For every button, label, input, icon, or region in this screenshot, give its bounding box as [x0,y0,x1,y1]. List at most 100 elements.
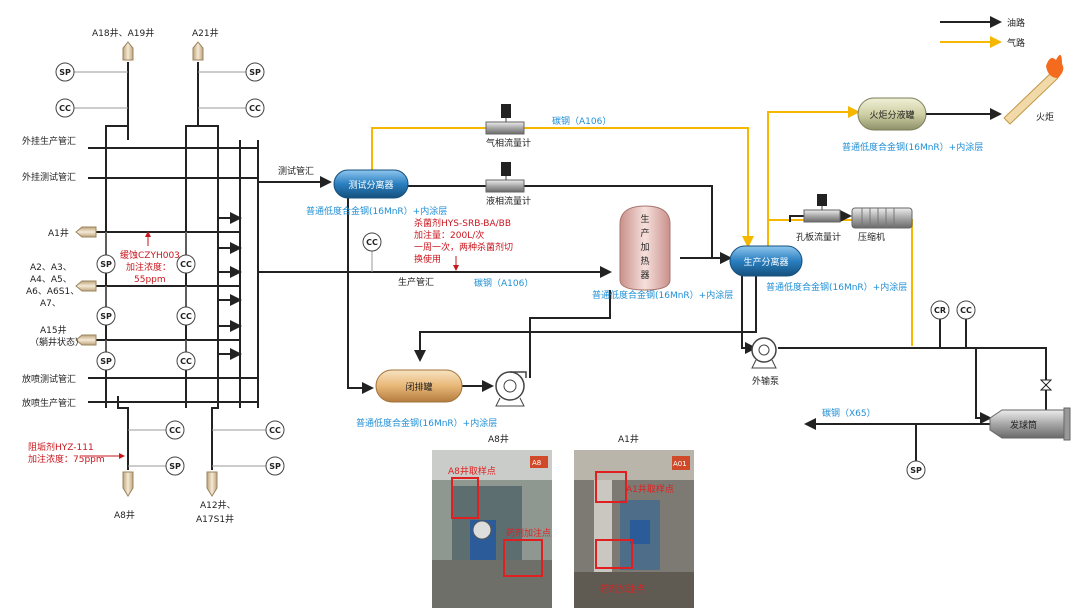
cc-instrument: CC [55,98,75,118]
photo-a8-injection: 药剂加注点 [506,527,551,539]
pig-launcher: 发球筒 [989,407,1071,441]
manifold-labels: 外挂生产管汇 外挂测试管汇 放喷测试管汇 放喷生产管汇 测试管汇 生产管汇 [22,135,434,409]
svg-text:加: 加 [640,242,649,253]
label-blowout-test: 放喷测试管汇 [22,373,76,385]
compressor-label: 压缩机 [858,231,885,243]
sp-instrument: SP [165,456,185,476]
photo-a1-sampling: A1井取样点 [626,483,674,495]
svg-text:产: 产 [640,227,649,239]
sp-instrument: SP [906,460,926,480]
scale-inhibitor-dose: 加注浓度：75ppm [28,453,105,465]
sp-instrument: SP [96,254,116,274]
photo-a8-title: A8井 [488,433,509,445]
wellhead-a2-icon [75,280,97,292]
test-separator: 测试分离器 [333,169,409,199]
label-a2-group: A6、A6S1、 [26,287,79,297]
svg-text:CC: CC [366,238,378,247]
export-pump-icon: 外输泵 [751,337,779,387]
label-external-production: 外挂生产管汇 [22,135,76,147]
label-test-manifold: 测试管汇 [278,165,314,177]
biocide-frequency: 一周一次，两种杀菌剂切 [414,241,513,253]
svg-text:气相流量计: 气相流量计 [486,137,531,149]
svg-text:SP: SP [169,462,181,471]
corrosion-inhibitor-value: 55ppm [134,275,166,285]
orifice-flow-meter: 孔板流量计 [796,194,841,243]
cc-instrument: CC [165,420,185,440]
label-a2-group: A7、 [40,299,61,309]
label-production-manifold: 生产管汇 [398,276,434,288]
material-x65: 碳钢（X65） [822,407,876,419]
label-a8: A8井 [114,509,135,521]
wellhead-a15-icon [75,334,97,346]
svg-text:CR: CR [934,306,946,315]
label-a1: A1井 [48,227,69,239]
wellhead-a12-icon [206,471,218,497]
material-a106-mid: 碳钢（A106） [474,277,533,289]
drain-pump-icon [495,371,527,407]
svg-text:SP: SP [100,357,112,366]
compressor: 压缩机 [851,207,913,243]
svg-text:SP: SP [100,312,112,321]
cr-instrument: CR [930,300,950,320]
svg-text:CC: CC [180,260,192,269]
label-a18-a19: A18井、A19井 [92,27,154,39]
photo-a1-injection: 药剂加注点 [600,583,645,595]
cc-instrument: CC [176,254,196,274]
well-labels: A18井、A19井 A21井 A1井 A2、A3、 A4、A5、 A6、A6S1… [26,27,236,525]
valve-icon [1039,379,1053,391]
biocide-dose: 加注量：200L/次 [414,229,484,241]
corrosion-inhibitor-name: 缓蚀CZYH003 [120,249,180,261]
svg-text:CC: CC [269,426,281,435]
chemical-labels: 缓蚀CZYH003 加注浓度： 55ppm 杀菌剂HYS-SRB-BA/BB 加… [28,217,513,465]
material-a106-top: 碳钢（A106） [552,115,611,127]
cc-instrument: CC [176,306,196,326]
svg-text:液相流量计: 液相流量计 [486,195,531,207]
photo-a8-sampling: A8井取样点 [448,465,496,477]
label-a12: A12井、 [200,499,236,511]
photo-a1-title: A1井 [618,433,639,445]
photo-a1-badge: A01 [673,460,687,468]
material-labels: 碳钢（A106） 碳钢（A106） 碳钢（X65） 普通低度合金钢(16MnR）… [306,115,983,429]
svg-text:器: 器 [640,270,649,281]
label-a21: A21井 [192,27,219,39]
svg-text:闭排罐: 闭排罐 [405,381,432,393]
flare-label: 火炬 [1036,111,1054,123]
label-a17s1: A17S1井 [196,513,234,525]
biocide-switch: 换使用 [414,253,441,265]
sp-instrument: SP [55,62,75,82]
photo-a1: A1井 A01 A1井取样点 药剂加注点 [574,433,694,608]
label-a2-group: A4、A5、 [30,275,72,285]
wellheads [75,41,218,497]
material-test-separator: 普通低度合金钢(16MnR）+内涂层 [306,205,447,217]
sp-instrument: SP [245,62,265,82]
svg-text:SP: SP [269,462,281,471]
svg-text:SP: SP [59,68,71,77]
svg-text:CC: CC [180,312,192,321]
svg-text:SP: SP [100,260,112,269]
legend: 油路 气路 [940,16,1025,49]
wellhead-a8-icon [122,471,134,497]
sp-instrument: SP [96,306,116,326]
svg-text:CC: CC [169,426,181,435]
wellhead-a21-icon [192,41,204,61]
svg-text:生产分离器: 生产分离器 [743,256,788,268]
legend-gas-label: 气路 [1007,37,1025,49]
sp-instrument: SP [96,351,116,371]
label-a15: A15井 [40,324,67,336]
label-a2-group: A2、A3、 [30,263,72,273]
liquid-flow-meter: 液相流量计 [485,162,531,207]
label-a15-state: （躺井状态） [30,336,84,348]
flame-icon [1046,54,1064,78]
material-production-separator: 普通低度合金钢(16MnR）+内涂层 [766,281,907,293]
svg-text:热: 热 [640,255,649,267]
flare-drum: 火炬分液罐 [857,97,927,131]
cc-instrument: CC [176,351,196,371]
cc-instrument: CC [265,420,285,440]
svg-text:孔板流量计: 孔板流量计 [796,231,841,243]
cc-instrument: CC [245,98,265,118]
svg-text:生: 生 [640,213,649,225]
wellhead-a1-icon [75,226,97,238]
instrument-circles: SP CC SP CC SP CC SP CC SP CC CC SP CC S… [55,62,976,480]
